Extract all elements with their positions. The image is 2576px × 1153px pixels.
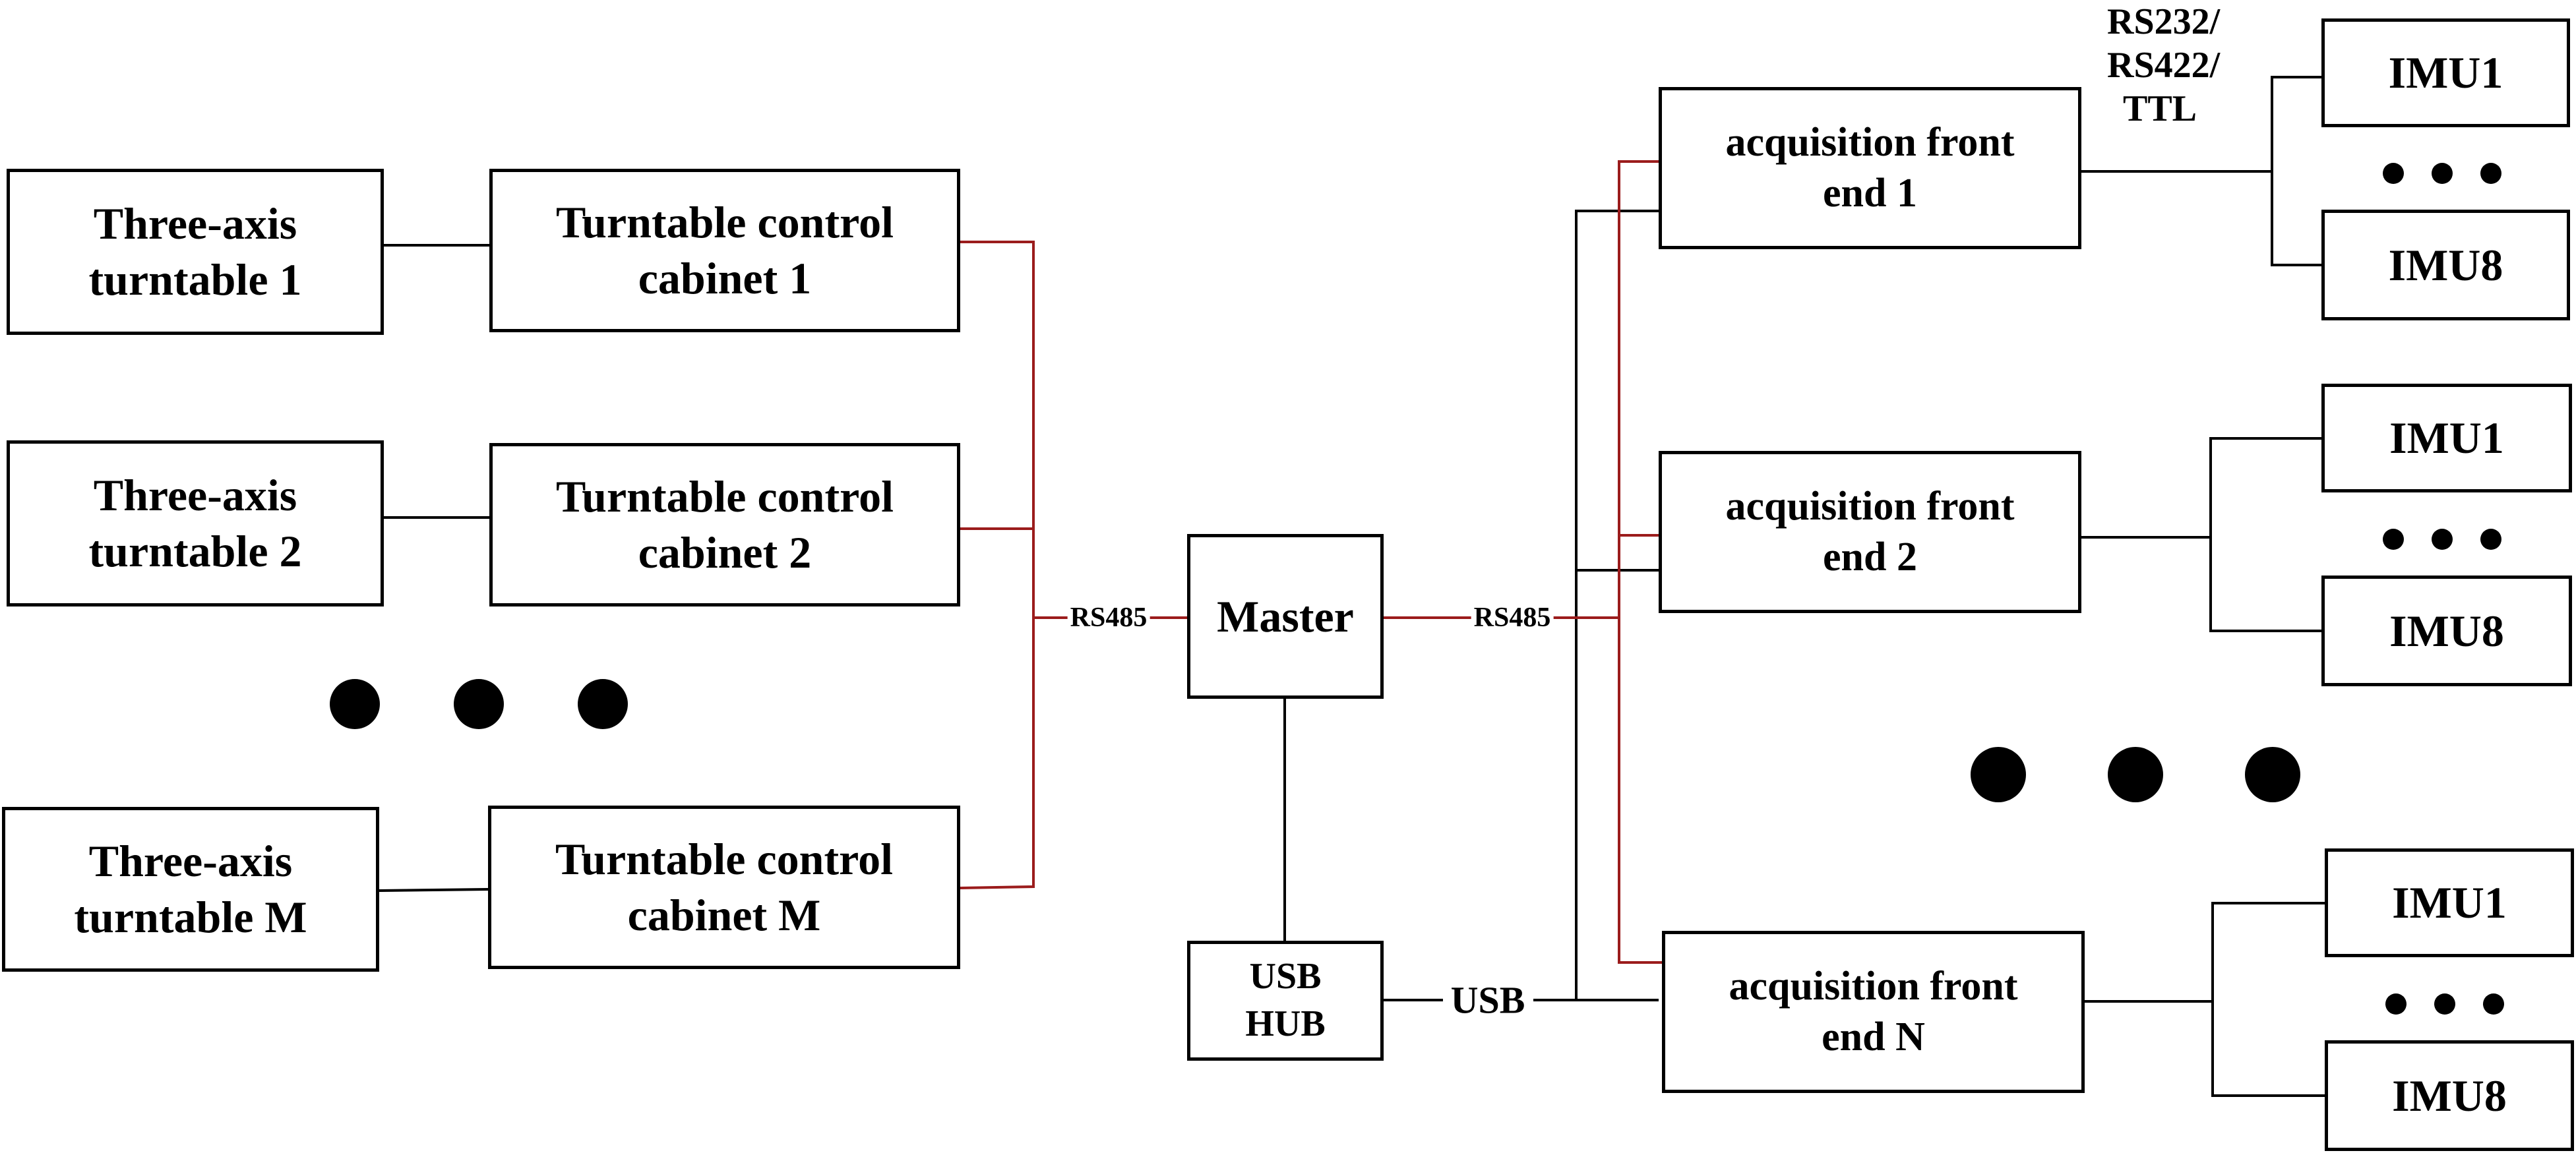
imu-group1-first: IMU1 bbox=[2321, 18, 2570, 127]
wire-fe1-imu-branch bbox=[2271, 76, 2321, 266]
dot bbox=[454, 679, 504, 729]
dot bbox=[2480, 529, 2501, 550]
front-end-2: acquisition front end 2 bbox=[1659, 451, 2081, 613]
dot bbox=[2434, 993, 2455, 1015]
imu-group2-first: IMU1 bbox=[2321, 384, 2572, 492]
front-end-1: acquisition front end 1 bbox=[1659, 87, 2081, 249]
dot bbox=[2245, 747, 2300, 802]
rs485-right-label: RS485 bbox=[1471, 602, 1554, 634]
imu-label: IMU8 bbox=[2388, 239, 2503, 290]
wire-fe2-imu-branch bbox=[2209, 437, 2321, 632]
dot bbox=[578, 679, 628, 729]
imu-label: IMU1 bbox=[2392, 877, 2507, 928]
rs485-cabinet1 bbox=[960, 241, 1035, 889]
turntable-2: Three-axis turntable 2 bbox=[7, 440, 384, 606]
cabinet-1: Turntable control cabinet 1 bbox=[489, 169, 960, 332]
turntable-2-label: Three-axis turntable 2 bbox=[88, 470, 302, 576]
dot bbox=[2483, 993, 2504, 1015]
dot bbox=[2432, 529, 2453, 550]
imu-groupN-ellipsis bbox=[2385, 993, 2504, 1015]
front-end-2-label: acquisition front end 2 bbox=[1725, 483, 2015, 580]
imu-label: IMU8 bbox=[2389, 605, 2504, 656]
front-end-1-label: acquisition front end 1 bbox=[1725, 119, 2015, 216]
imu-label: IMU1 bbox=[2389, 413, 2504, 463]
turntable-1: Three-axis turntable 1 bbox=[7, 169, 384, 335]
dot bbox=[2383, 163, 2404, 184]
usb-label: USB bbox=[1448, 978, 1528, 1022]
dot bbox=[2108, 747, 2163, 802]
turntable-1-label: Three-axis turntable 1 bbox=[88, 198, 302, 305]
imu-group2-ellipsis bbox=[2383, 529, 2501, 550]
rs485-fe-bus bbox=[1618, 160, 1662, 964]
imu-label: IMU1 bbox=[2388, 47, 2503, 98]
turntable-m: Three-axis turntable M bbox=[2, 807, 379, 972]
black-wires bbox=[379, 76, 2325, 1097]
wire-turntableM-cabinetM bbox=[379, 888, 489, 892]
serial-interface-label: RS232/ RS422/ TTL bbox=[2107, 1, 2221, 130]
front-end-n: acquisition front end N bbox=[1662, 931, 2085, 1093]
cabinet-2: Turntable control cabinet 2 bbox=[489, 443, 960, 606]
dot bbox=[1971, 747, 2026, 802]
front-end-n-label: acquisition front end N bbox=[1729, 963, 2018, 1060]
imu-groupN-last: IMU8 bbox=[2325, 1040, 2574, 1151]
master: Master bbox=[1187, 534, 1384, 699]
wire-usb-bus bbox=[1533, 210, 1659, 1001]
ellipsis-dots-cabinets bbox=[330, 679, 628, 729]
master-label: Master bbox=[1217, 591, 1354, 641]
imu-label: IMU8 bbox=[2392, 1070, 2507, 1121]
imu-group2-last: IMU8 bbox=[2321, 576, 2572, 686]
turntable-m-label: Three-axis turntable M bbox=[74, 836, 307, 942]
imu-groupN-first: IMU1 bbox=[2325, 848, 2574, 957]
ellipsis-dots-front-ends bbox=[1971, 747, 2300, 802]
dot bbox=[2432, 163, 2453, 184]
dot bbox=[330, 679, 380, 729]
rs485-left-label: RS485 bbox=[1067, 602, 1150, 634]
dot bbox=[2385, 993, 2407, 1015]
usb-hub-label: USB HUB bbox=[1245, 956, 1326, 1044]
imu-group1-last: IMU8 bbox=[2321, 210, 2570, 320]
cabinet-1-label: Turntable control cabinet 1 bbox=[556, 197, 894, 303]
dot bbox=[2480, 163, 2501, 184]
cabinet-m-label: Turntable control cabinet M bbox=[555, 834, 893, 940]
imu-group1-ellipsis bbox=[2383, 163, 2501, 184]
cabinet-2-label: Turntable control cabinet 2 bbox=[556, 471, 894, 577]
dot bbox=[2383, 529, 2404, 550]
usb-hub: USB HUB bbox=[1187, 941, 1384, 1061]
wire-feN-imu-branch bbox=[2211, 902, 2325, 1097]
cabinet-m: Turntable control cabinet M bbox=[488, 806, 960, 969]
